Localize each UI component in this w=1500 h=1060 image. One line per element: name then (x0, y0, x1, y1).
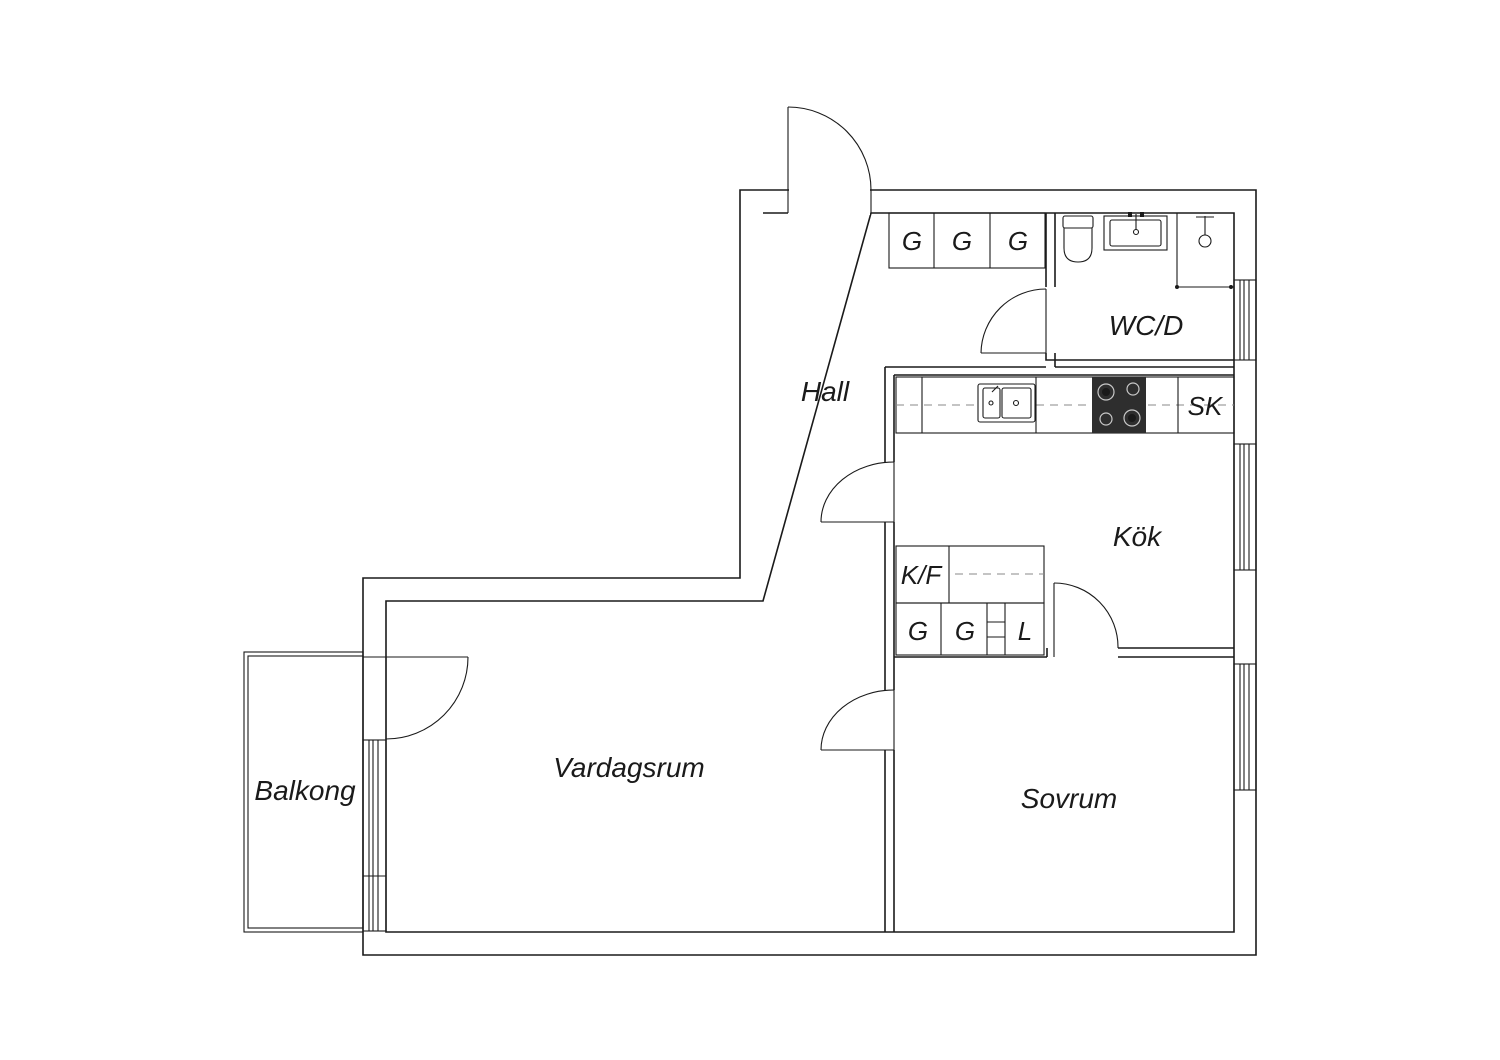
bedroom-door[interactable] (820, 689, 895, 751)
window-kitchen (1233, 443, 1257, 571)
storage-cabinet-label: SK (1188, 391, 1224, 421)
hall-wardrobes: G G G (888, 212, 1046, 269)
balcony-door[interactable] (363, 656, 469, 740)
kitchen-closet-door[interactable] (1053, 582, 1119, 657)
sink-icon (977, 383, 1036, 423)
room-label-wc: WC/D (1109, 310, 1184, 341)
wc-walls (885, 213, 1234, 368)
wc-door[interactable] (980, 288, 1047, 354)
shower-icon (1175, 213, 1234, 289)
hall-wardrobe-3-label: G (1008, 226, 1028, 256)
kitchen-walls (884, 367, 1234, 932)
entrance-door[interactable] (787, 106, 872, 213)
kitchen-door[interactable] (820, 461, 895, 523)
exterior-walls (362, 188, 1257, 956)
room-label-kitchen: Kök (1113, 521, 1163, 552)
room-label-hall: Hall (801, 376, 850, 407)
window-wc (1233, 279, 1257, 361)
fridge-freezer-label: K/F (901, 560, 944, 590)
hall-wardrobe-2-label: G (952, 226, 972, 256)
room-label-living-room: Vardagsrum (553, 752, 704, 783)
kitchen-storage-block: K/F G G L (895, 545, 1045, 656)
stove-icon (1092, 377, 1146, 433)
kitchen-wardrobe-1-label: G (908, 616, 928, 646)
hall-wardrobe-1-label: G (902, 226, 922, 256)
washbasin-icon (1103, 212, 1168, 251)
room-label-balcony: Balkong (254, 775, 356, 806)
room-label-bedroom: Sovrum (1021, 783, 1117, 814)
linen-closet-label: L (1018, 616, 1032, 646)
window-living-room (362, 739, 387, 932)
window-bedroom (1233, 663, 1257, 791)
kitchen-counter (895, 376, 1235, 434)
kitchen-wardrobe-2-label: G (955, 616, 975, 646)
toilet-icon (1062, 215, 1094, 263)
